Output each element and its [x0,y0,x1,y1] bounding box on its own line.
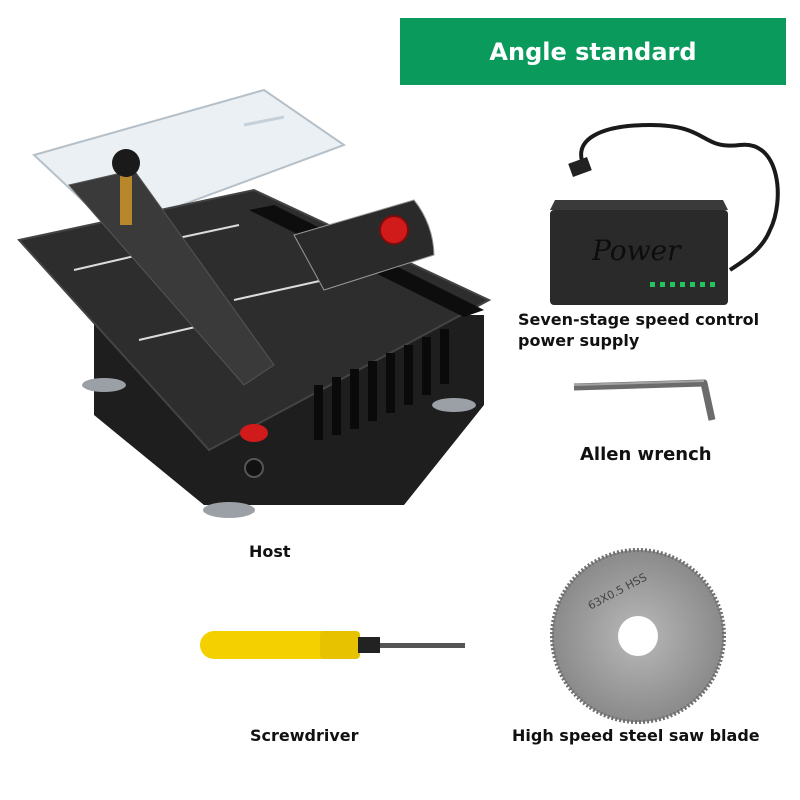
power-device-text: Power [591,234,682,267]
power-supply-label-line1: Seven-stage speed control [518,310,760,329]
power-supply-image: Power [540,120,790,305]
screwdriver-label: Screwdriver [250,726,359,745]
power-supply-label-line2: power supply [518,331,640,350]
screwdriver-image [200,625,470,670]
host-image [14,85,494,525]
allen-wrench-image [570,375,720,425]
host-label: Host [249,542,291,561]
saw-blade-image: 63X0.5 HSS [548,546,728,726]
power-supply-label: Seven-stage speed control power supply [518,309,759,351]
saw-blade-label: High speed steel saw blade [512,726,760,745]
banner-title: Angle standard [489,37,697,66]
allen-wrench-label: Allen wrench [580,444,712,465]
section-banner: Angle standard [400,18,786,85]
